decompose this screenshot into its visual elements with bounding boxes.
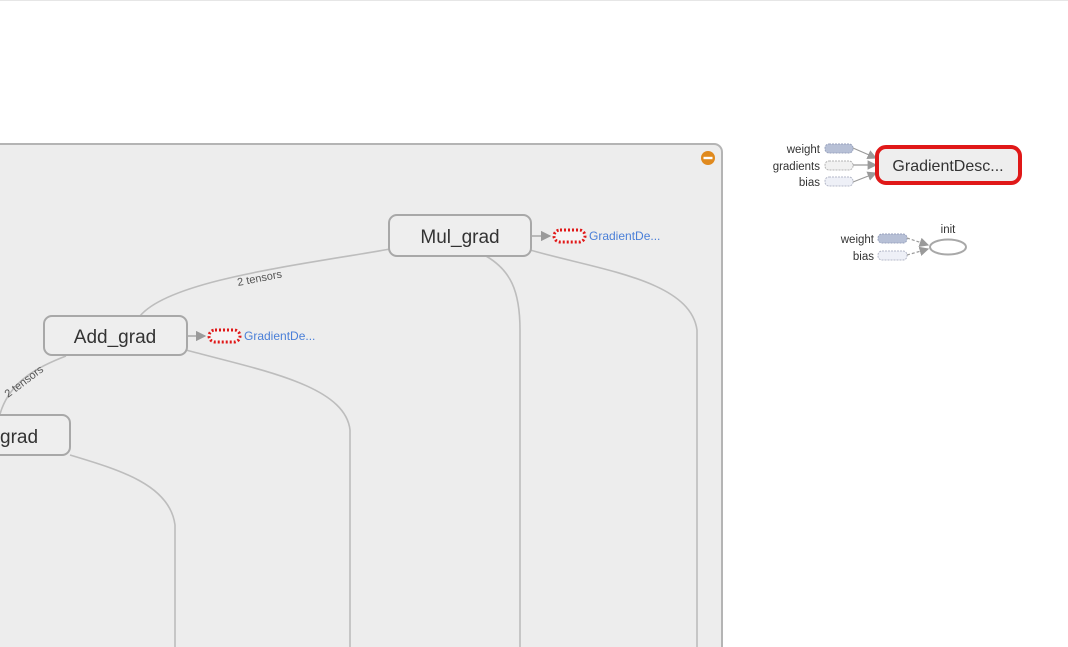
- init-edge-bias: [906, 246, 930, 256]
- gradient-descent-ref-node-add[interactable]: [207, 328, 242, 344]
- edge-add-down[interactable]: [185, 349, 351, 647]
- aux-init-group: weight bias init: [840, 224, 967, 263]
- gd-edge-bias: [852, 171, 878, 183]
- gradient-descent-link-add[interactable]: GradientDe...: [244, 329, 315, 343]
- init-input-bias-node[interactable]: [877, 250, 908, 261]
- edge-grad-down[interactable]: [69, 454, 176, 647]
- init-input-bias-label: bias: [853, 251, 874, 263]
- node-init[interactable]: init: [929, 224, 967, 256]
- init-input-weight-label: weight: [840, 234, 875, 246]
- gd-input-gradients-label: gradients: [773, 161, 821, 173]
- node-partial-grad-label: grad: [0, 427, 38, 448]
- node-init-label: init: [941, 224, 957, 236]
- gd-input-weight-label: weight: [786, 144, 821, 156]
- edge-mul-down-1[interactable]: [485, 255, 521, 647]
- node-gradient-descent[interactable]: GradientDesc...: [875, 145, 1022, 185]
- init-input-weight-node[interactable]: [877, 233, 908, 244]
- node-mul-grad-label: Mul_grad: [420, 227, 499, 248]
- minus-circle-icon[interactable]: [701, 151, 715, 165]
- gd-input-bias-label: bias: [799, 177, 820, 189]
- gradient-descent-ref-node-mul[interactable]: [552, 228, 587, 244]
- node-gradient-descent-label: GradientDesc...: [892, 158, 1003, 175]
- node-partial-grad[interactable]: grad: [0, 414, 71, 456]
- gd-input-weight-node[interactable]: [824, 143, 854, 154]
- node-add-grad-label: Add_grad: [74, 327, 156, 348]
- gradients-scope-container[interactable]: [0, 143, 723, 647]
- gd-input-gradients-node[interactable]: [824, 160, 854, 171]
- node-add-grad[interactable]: Add_grad: [43, 315, 188, 356]
- init-edge-weight: [906, 237, 930, 247]
- aux-gradient-descent-group: weight gradients bias GradientDesc...: [773, 143, 1022, 189]
- gradient-descent-link-mul[interactable]: GradientDe...: [589, 229, 660, 243]
- gd-edge-weight: [852, 147, 878, 160]
- edge-add-to-left[interactable]: [0, 355, 67, 415]
- gd-input-bias-node[interactable]: [824, 176, 854, 187]
- edge-mul-to-add[interactable]: [139, 248, 391, 317]
- node-mul-grad[interactable]: Mul_grad: [388, 214, 532, 257]
- edge-mul-down-2[interactable]: [529, 249, 698, 647]
- top-border: [0, 0, 1068, 1]
